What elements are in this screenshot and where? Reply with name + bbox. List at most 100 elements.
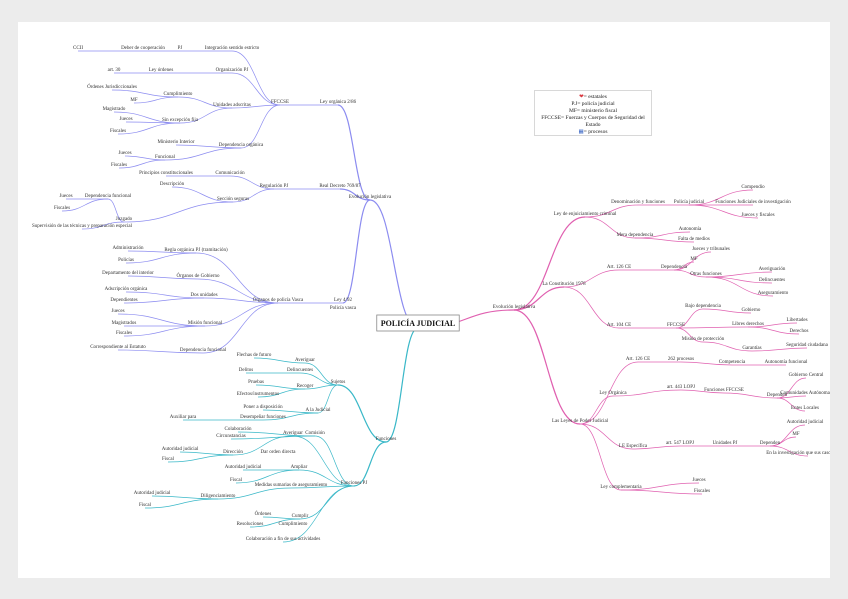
node-corresp[interactable]: Correspondiente al Estatuto xyxy=(90,345,146,350)
node-recoger[interactable]: Recoger xyxy=(297,384,314,389)
node-magist2[interactable]: Magistrados xyxy=(112,321,137,326)
node-jueces1[interactable]: Jueces xyxy=(119,117,132,122)
node-autonom[interactable]: Autonomía xyxy=(679,227,702,232)
node-ffccse2[interactable]: FFCCSE xyxy=(667,323,685,328)
node-evol[interactable]: Evolución legislativa xyxy=(349,195,392,200)
node-autonomic[interactable]: Autonomía funcional xyxy=(765,360,808,365)
node-colabor[interactable]: Colaboración a fin de sus actividades xyxy=(246,537,321,542)
node-reglam[interactable]: Regla orgánica PJ (tramitación) xyxy=(164,248,228,253)
node-ley1992[interactable]: Ley 4/92 xyxy=(334,298,352,303)
node-delitos[interactable]: Delitos xyxy=(239,368,253,373)
node-comunid[interactable]: Comunidades Autónomas xyxy=(780,391,830,396)
node-autoridad[interactable]: Autoridad judicial xyxy=(162,447,199,452)
node-desemp[interactable]: Desempeñar funciones xyxy=(240,415,286,420)
node-policias[interactable]: Policías xyxy=(118,258,134,263)
node-mision[interactable]: Misión de protección xyxy=(682,337,725,342)
node-pvasco[interactable]: Policía vasca xyxy=(330,306,357,311)
node-cumpl2[interactable]: Cumplimiento xyxy=(279,522,308,527)
node-unidades3[interactable]: Unidades PJ xyxy=(713,441,738,446)
node-ordenes[interactable]: Órdenes Jurisdiccionales xyxy=(87,84,137,90)
node-ponerdisp[interactable]: Poner a disposición xyxy=(243,405,283,410)
node-dep[interactable]: Mera dependencia xyxy=(617,233,655,238)
node-dirdiarig[interactable]: Dar orden directa xyxy=(261,450,297,455)
node-gobierno[interactable]: Gobierno xyxy=(742,308,761,313)
node-bajodep[interactable]: Bajo dependencia xyxy=(685,304,721,309)
node-colab[interactable]: Colaboración xyxy=(225,427,252,432)
node-dirorden[interactable]: Dirección xyxy=(223,450,243,455)
node-jueces4[interactable]: Jueces xyxy=(111,309,124,314)
node-func_jud[interactable]: Funciones Judiciales de investigación xyxy=(715,200,791,205)
node-deporg[interactable]: Departamento del interior xyxy=(102,271,154,276)
node-procesos[interactable]: 262 procesos xyxy=(668,357,694,362)
node-circuns[interactable]: Circunstancias xyxy=(216,434,245,439)
node-art30[interactable]: art. 30 xyxy=(108,68,121,73)
node-derechos[interactable]: Derechos xyxy=(790,329,809,334)
node-depend3[interactable]: Dependen xyxy=(760,441,781,446)
node-integ[interactable]: Integración sentido estricto xyxy=(205,46,260,51)
node-entes[interactable]: Entes Locales xyxy=(791,406,819,411)
node-art126b[interactable]: Art. 126 CE xyxy=(626,357,650,362)
node-jueces5[interactable]: Jueces y tribunales xyxy=(692,247,730,252)
node-le[interactable]: LE Específica xyxy=(619,444,648,449)
node-comp[interactable]: Compendio xyxy=(741,185,765,190)
node-art282[interactable]: Comisión xyxy=(305,431,325,436)
node-resoluc[interactable]: Resoluciones xyxy=(237,522,264,527)
node-rd1987[interactable]: Real Decreto 769/87 xyxy=(319,184,361,189)
node-garantia[interactable]: Garantías xyxy=(742,346,761,351)
node-ampliar[interactable]: Ampliar xyxy=(291,465,308,470)
node-depende[interactable]: Dependencia xyxy=(661,265,688,270)
node-flechas[interactable]: Flechas de futuro xyxy=(237,353,272,358)
node-fiscal2[interactable]: Fiscal xyxy=(230,478,243,483)
node-cumplir[interactable]: Cumplir xyxy=(292,514,309,519)
node-lopj[interactable]: Ley Orgánica xyxy=(599,391,627,396)
node-pruebas[interactable]: Pruebas xyxy=(248,380,264,385)
node-averiguar[interactable]: Averiguar xyxy=(295,358,315,363)
node-denom[interactable]: Denominación y funciones xyxy=(611,200,665,205)
node-organos[interactable]: Órganos de policía Vasca xyxy=(253,297,304,303)
node-mf1[interactable]: MF xyxy=(130,98,137,103)
node-otrasfunc[interactable]: Otras funciones xyxy=(690,272,722,277)
node-deslinc[interactable]: Delincuentes xyxy=(759,278,785,283)
node-funcfam[interactable]: Misión funcional xyxy=(188,321,223,326)
node-compet[interactable]: Competencia xyxy=(719,360,746,365)
node-depfunc2[interactable]: Dependencia funcional xyxy=(180,348,227,353)
node-lordin[interactable]: Ley órdenes xyxy=(149,68,174,73)
node-fiscal3[interactable]: Fiscal xyxy=(139,503,152,508)
node-funcart[interactable]: Funciones PJ xyxy=(341,481,368,486)
node-averig2[interactable]: Averiguar xyxy=(283,431,303,436)
node-organos2[interactable]: Órganos de Gobierno xyxy=(177,273,220,279)
node-jueces_fisc[interactable]: Jueces y fiscales xyxy=(741,213,774,218)
node-funcffccse[interactable]: Funciones FFCCSE xyxy=(704,388,744,393)
node-jueces2[interactable]: Jueces xyxy=(118,151,131,156)
node-autjud3[interactable]: Autoridad judicial xyxy=(134,491,171,496)
node-fiscales3[interactable]: Fiscales xyxy=(54,206,70,211)
node-jueces6[interactable]: Jueces xyxy=(692,478,705,483)
node-ensucaso[interactable]: En la investigación que sus casos realic… xyxy=(766,451,830,456)
node-leyes_org[interactable]: Las Leyes de Poder Judicial xyxy=(552,419,609,424)
node-unidades2[interactable]: Dos unidades xyxy=(190,293,217,298)
node-const[interactable]: La Constitución 1978 xyxy=(542,282,586,287)
node-art547[interactable]: art. 547 LOPJ xyxy=(666,441,694,446)
node-evol2[interactable]: Evolución legislativa xyxy=(493,305,536,310)
node-superv[interactable]: Supervisión de las técnicas y preparació… xyxy=(32,224,133,229)
node-autjud2[interactable]: Autoridad judicial xyxy=(225,465,262,470)
node-ordenes2[interactable]: Órdenes xyxy=(255,511,272,517)
node-art126[interactable]: Art. 126 CE xyxy=(607,265,631,270)
node-cumplim[interactable]: Cumplimiento xyxy=(164,92,193,97)
node-seccion[interactable]: Sección seguras xyxy=(217,197,249,202)
node-pj1[interactable]: PJ xyxy=(178,46,183,51)
node-libertades[interactable]: Libertades xyxy=(786,318,807,323)
node-policia_pj[interactable]: Policía judicial xyxy=(674,200,705,205)
node-fiscales1[interactable]: Fiscales xyxy=(110,129,126,134)
node-depend2[interactable]: Dependen xyxy=(767,393,788,398)
node-coop[interactable]: Deber de cooperación xyxy=(121,46,165,51)
node-adscrip[interactable]: Adscripción orgánica xyxy=(105,287,149,292)
node-ley1986[interactable]: Ley orgánica 2/86 xyxy=(320,100,357,105)
node-sujetos[interactable]: Sujetos xyxy=(331,380,346,385)
node-comunic[interactable]: Comunicación xyxy=(215,171,245,176)
node-segur[interactable]: Seguridad ciudadana xyxy=(786,343,829,348)
node-ley_enj[interactable]: Ley de enjuiciamiento criminal xyxy=(554,212,617,217)
node-fiscales6[interactable]: Fiscales xyxy=(694,489,710,494)
node-juzg[interactable]: Juzgado xyxy=(116,217,133,222)
